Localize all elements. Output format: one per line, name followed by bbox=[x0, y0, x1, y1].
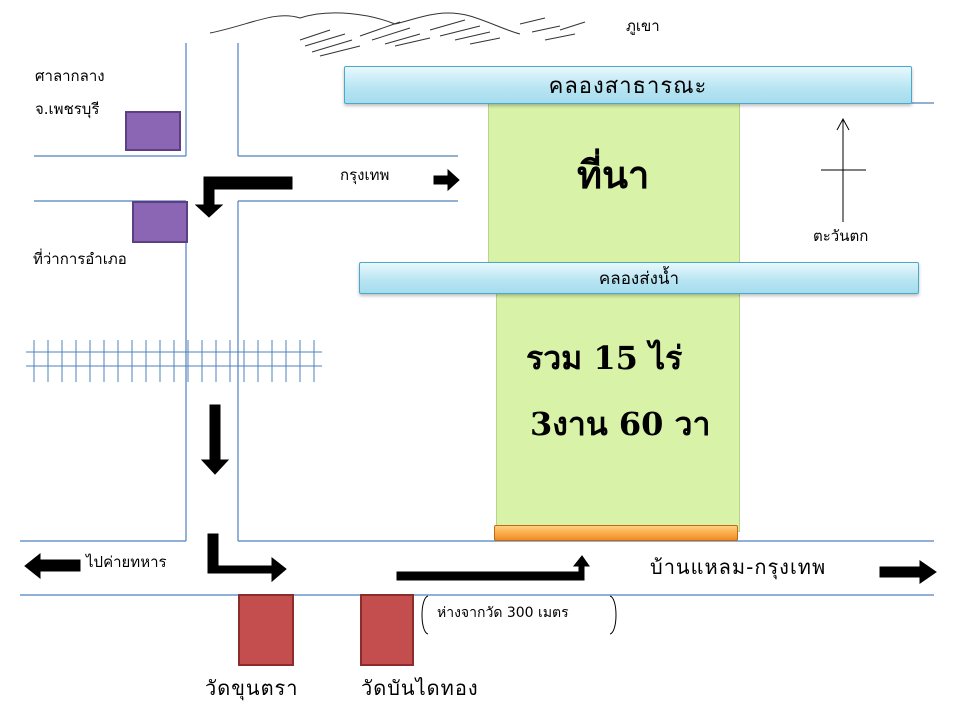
district-office-building bbox=[132, 201, 188, 243]
total-area-line2: 3งาน 60 วา bbox=[530, 405, 711, 443]
arrow-turn-right-icon bbox=[207, 533, 287, 583]
field-boundary-bar bbox=[494, 525, 738, 541]
provincial-hall-label-2: จ.เพชรบุรี bbox=[35, 100, 100, 118]
irrigation-canal: คลองส่งน้ำ bbox=[359, 262, 919, 294]
wat-bandai-thong-building bbox=[360, 594, 414, 666]
direction-arrows bbox=[24, 168, 937, 584]
bangkok-label: กรุงเทพ bbox=[340, 166, 390, 184]
arrow-down-icon bbox=[200, 404, 230, 475]
ban-laem-bangkok-label: บ้านแหลม-กรุงเทพ bbox=[650, 555, 827, 579]
irrigation-canal-label: คลองส่งน้ำ bbox=[598, 268, 680, 289]
army-camp-label: ไปค่ายทหาร bbox=[86, 553, 167, 571]
railway bbox=[26, 340, 322, 382]
arrow-turn-down-icon bbox=[194, 176, 293, 218]
field-title: ที่นา bbox=[577, 152, 650, 197]
west-label: ตะวันตก bbox=[813, 227, 869, 245]
provincial-hall-building bbox=[125, 111, 181, 151]
wat-bandai-thong-label: วัดบันไดทอง bbox=[361, 676, 479, 700]
wat-khun-tra-label: วัดขุนตรา bbox=[205, 676, 299, 700]
arrow-right-icon-2 bbox=[879, 560, 937, 584]
canal-public-label: คลองสาธารณะ bbox=[548, 73, 708, 99]
distance-label: ห่างจากวัด 300 เมตร bbox=[437, 605, 569, 621]
arrow-bent-up-icon bbox=[396, 555, 590, 581]
arrow-left-icon bbox=[24, 552, 81, 580]
wat-khun-tra-building bbox=[238, 594, 294, 666]
district-office-label: ที่ว่าการอำเภอ bbox=[33, 250, 127, 268]
provincial-hall-label-1: ศาลากลาง bbox=[35, 67, 105, 85]
distance-bracket bbox=[421, 595, 617, 635]
total-area-line1: รวม 15 ไร่ bbox=[526, 339, 683, 377]
mountain-label: ภูเขา bbox=[626, 17, 660, 35]
mountain-sketch bbox=[209, 12, 586, 57]
arrow-right-icon bbox=[433, 168, 460, 192]
compass-icon bbox=[821, 117, 866, 222]
canal-public: คลองสาธารณะ bbox=[344, 66, 912, 104]
field-plot-lower bbox=[496, 292, 740, 532]
